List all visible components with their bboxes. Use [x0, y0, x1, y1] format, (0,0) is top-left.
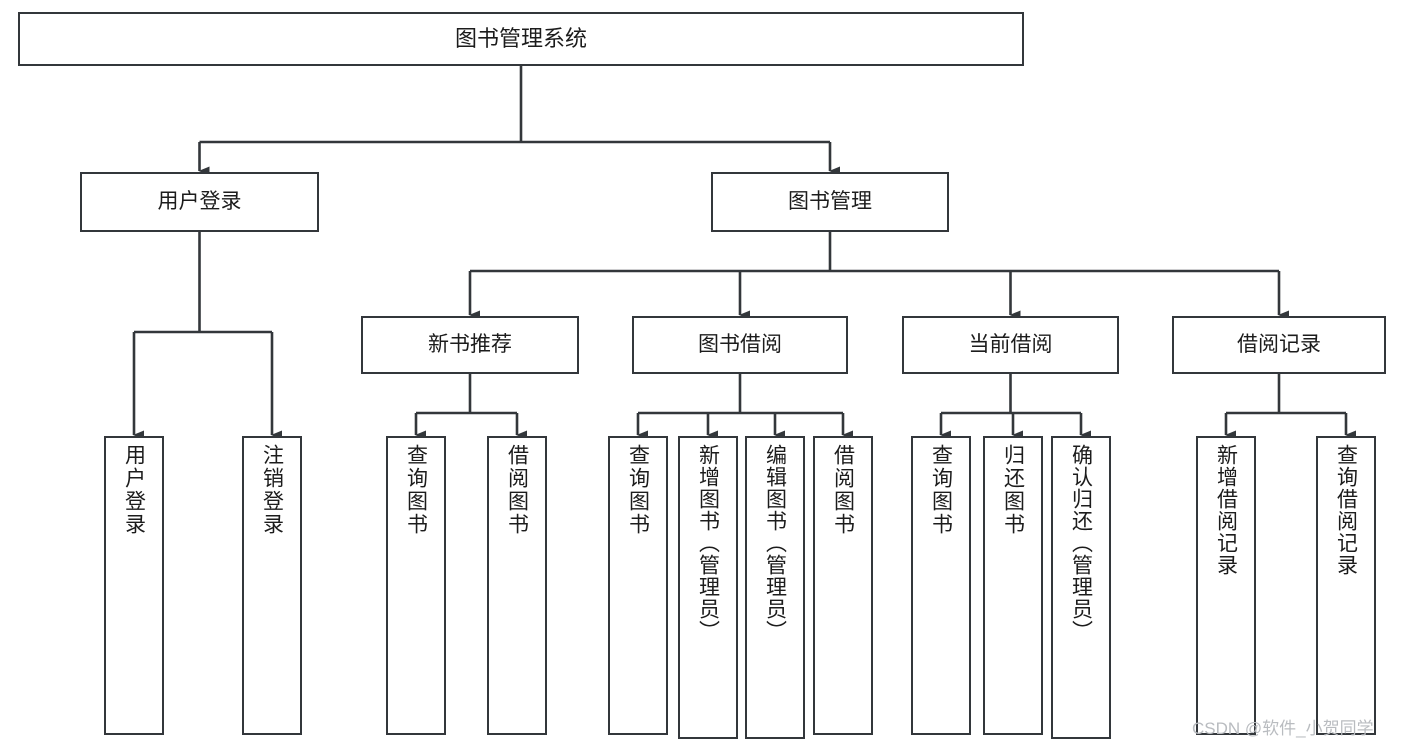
node-leaf-confirm-return-admin[interactable]: 确认归还（管理员）: [1051, 436, 1111, 739]
node-label-leaf-user-logout: 注销登录: [260, 444, 284, 536]
node-label-leaf-add-book-admin: 新增图书（管理员）: [696, 444, 720, 642]
node-label-new-book-recommend: 新书推荐: [428, 332, 512, 356]
node-leaf-add-book-admin[interactable]: 新增图书（管理员）: [678, 436, 738, 739]
node-leaf-user-logout[interactable]: 注销登录: [242, 436, 302, 735]
node-current-borrow[interactable]: 当前借阅: [902, 316, 1119, 374]
node-leaf-return-book[interactable]: 归还图书: [983, 436, 1043, 735]
node-new-book-recommend[interactable]: 新书推荐: [361, 316, 579, 374]
node-leaf-add-borrow-record[interactable]: 新增借阅记录: [1196, 436, 1256, 735]
node-label-current-borrow: 当前借阅: [968, 332, 1053, 356]
node-leaf-query-book-3[interactable]: 查询图书: [911, 436, 971, 735]
node-label-leaf-borrow-book-1: 借阅图书: [505, 444, 529, 536]
node-label-leaf-query-book-2: 查询图书: [626, 444, 650, 536]
node-label-leaf-borrow-book-2: 借阅图书: [831, 444, 855, 536]
node-label-book-borrow: 图书借阅: [698, 332, 782, 356]
node-leaf-borrow-book-2[interactable]: 借阅图书: [813, 436, 873, 735]
node-label-leaf-query-book-1: 查询图书: [404, 444, 428, 536]
node-label-borrow-record: 借阅记录: [1237, 332, 1321, 356]
node-borrow-record[interactable]: 借阅记录: [1172, 316, 1386, 374]
node-leaf-query-book-2[interactable]: 查询图书: [608, 436, 668, 735]
node-label-leaf-edit-book-admin: 编辑图书（管理员）: [763, 444, 787, 642]
node-label-leaf-query-borrow-record: 查询借阅记录: [1334, 444, 1358, 576]
csdn-watermark: CSDN @软件_小贺同学: [1192, 719, 1374, 738]
node-label-leaf-query-book-3: 查询图书: [929, 444, 953, 536]
node-leaf-query-book-1[interactable]: 查询图书: [386, 436, 446, 735]
node-label-book-manage: 图书管理: [788, 189, 872, 213]
node-root[interactable]: 图书管理系统: [18, 12, 1024, 66]
node-user-login[interactable]: 用户登录: [80, 172, 319, 232]
node-leaf-edit-book-admin[interactable]: 编辑图书（管理员）: [745, 436, 805, 739]
node-label-leaf-add-borrow-record: 新增借阅记录: [1214, 444, 1238, 576]
node-label-root: 图书管理系统: [454, 25, 587, 51]
node-label-user-login: 用户登录: [157, 189, 242, 213]
node-label-leaf-user-login: 用户登录: [122, 444, 146, 536]
node-book-manage[interactable]: 图书管理: [711, 172, 949, 232]
node-label-leaf-return-book: 归还图书: [1001, 444, 1025, 536]
node-leaf-query-borrow-record[interactable]: 查询借阅记录: [1316, 436, 1376, 735]
node-label-leaf-confirm-return-admin: 确认归还（管理员）: [1069, 444, 1093, 642]
node-leaf-borrow-book-1[interactable]: 借阅图书: [487, 436, 547, 735]
node-book-borrow[interactable]: 图书借阅: [632, 316, 848, 374]
node-leaf-user-login[interactable]: 用户登录: [104, 436, 164, 735]
